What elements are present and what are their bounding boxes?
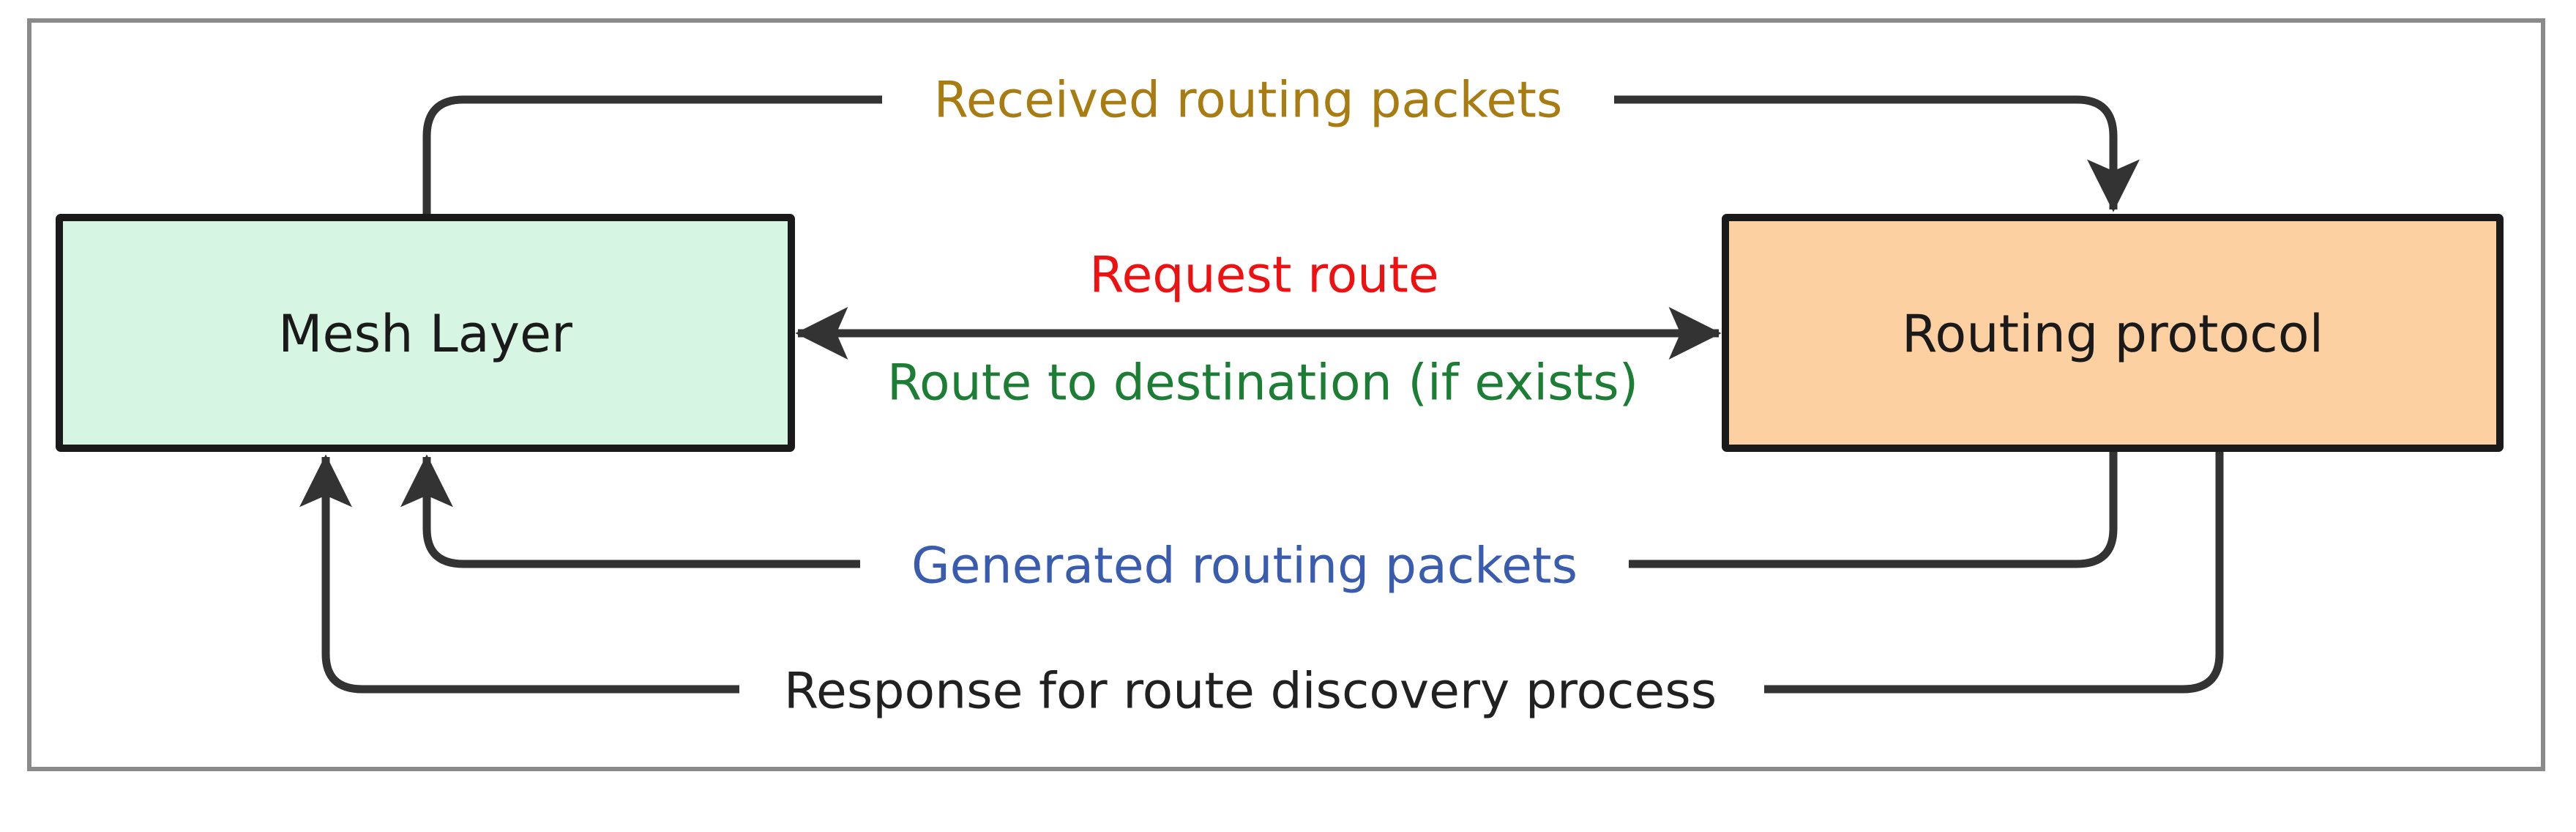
label-bg-generated (860, 523, 1629, 605)
edge-label-route-to-destination: Route to destination (if exists) (887, 354, 1638, 412)
node-label-routing-protocol: Routing protocol (1902, 304, 2323, 364)
edge-label-response-route-discovery: Response for route discovery process (784, 663, 1717, 721)
node-routing-protocol (1722, 214, 2504, 452)
node-mesh-layer (56, 214, 795, 452)
edge-label-generated-routing-packets: Generated routing packets (911, 538, 1578, 595)
node-label-mesh-layer: Mesh Layer (278, 304, 572, 364)
edge-label-request-route: Request route (1089, 247, 1439, 305)
diagram-frame (27, 18, 2545, 771)
label-bg-received (882, 59, 1614, 141)
label-bg-response (739, 648, 1764, 730)
edge-label-received-routing-packets: Received routing packets (934, 72, 1563, 130)
